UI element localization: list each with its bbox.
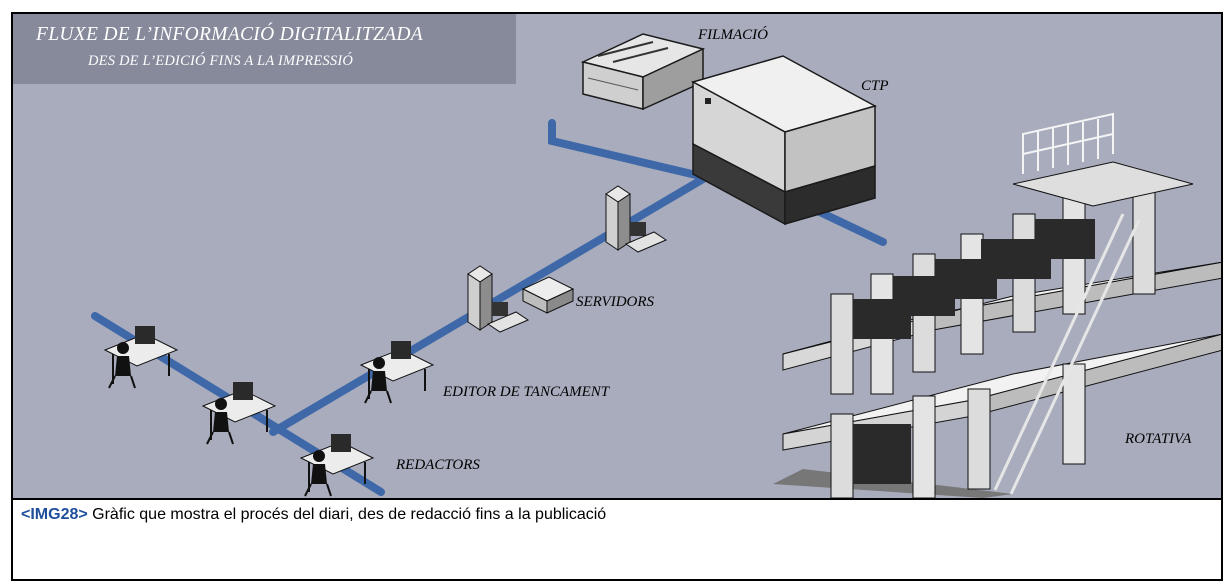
diagram-graphics <box>91 33 1221 498</box>
label-editor-de-tancament: EDITOR DE TANCAMENT <box>443 384 610 400</box>
redactor-desk-1 <box>103 326 179 389</box>
press-top-railing <box>1022 112 1114 174</box>
press-stairs <box>993 213 1141 495</box>
diagram-title: FLUXE DE L’INFORMACIÓ DIGITALITZADA <box>36 24 423 45</box>
diagram-title-box: FLUXE DE L’INFORMACIÓ DIGITALITZADA DES … <box>13 14 516 84</box>
server-upper <box>605 185 668 253</box>
redactor-desk-3 <box>299 434 375 497</box>
label-filmacio: FILMACIÓ <box>698 27 768 43</box>
caption-text: Gràfic que mostra el procés del diari, d… <box>92 506 607 523</box>
press-units <box>853 219 1095 339</box>
workflow-diagram: FLUXE DE L’INFORMACIÓ DIGITALITZADA DES … <box>13 14 1221 498</box>
caption-divider <box>13 498 1221 500</box>
label-redactors: REDACTORS <box>396 457 480 473</box>
redactor-desk-2 <box>201 382 277 445</box>
server-lower <box>467 265 530 333</box>
label-rotativa: ROTATIVA <box>1125 431 1192 447</box>
figure-caption: <IMG28> Gràfic que mostra el procés del … <box>21 506 606 524</box>
press-lower-columns <box>830 363 1086 498</box>
server-printer <box>521 276 575 314</box>
rotativa-press <box>773 112 1221 498</box>
filmacio-machine <box>580 33 706 111</box>
redactors-workstations <box>103 326 375 497</box>
editor-workstation <box>359 341 435 404</box>
server-workstations <box>467 185 668 333</box>
caption-tag: <IMG28> <box>21 506 88 523</box>
label-servidors: SERVIDORS <box>576 294 655 310</box>
diagram-subtitle: DES DE L’EDICIÓ FINS A LA IMPRESSIÓ <box>88 53 354 69</box>
label-ctp: CTP <box>861 78 889 94</box>
ctp-machine <box>691 55 877 226</box>
figure-frame: FLUXE DE L’INFORMACIÓ DIGITALITZADA DES … <box>11 12 1223 581</box>
